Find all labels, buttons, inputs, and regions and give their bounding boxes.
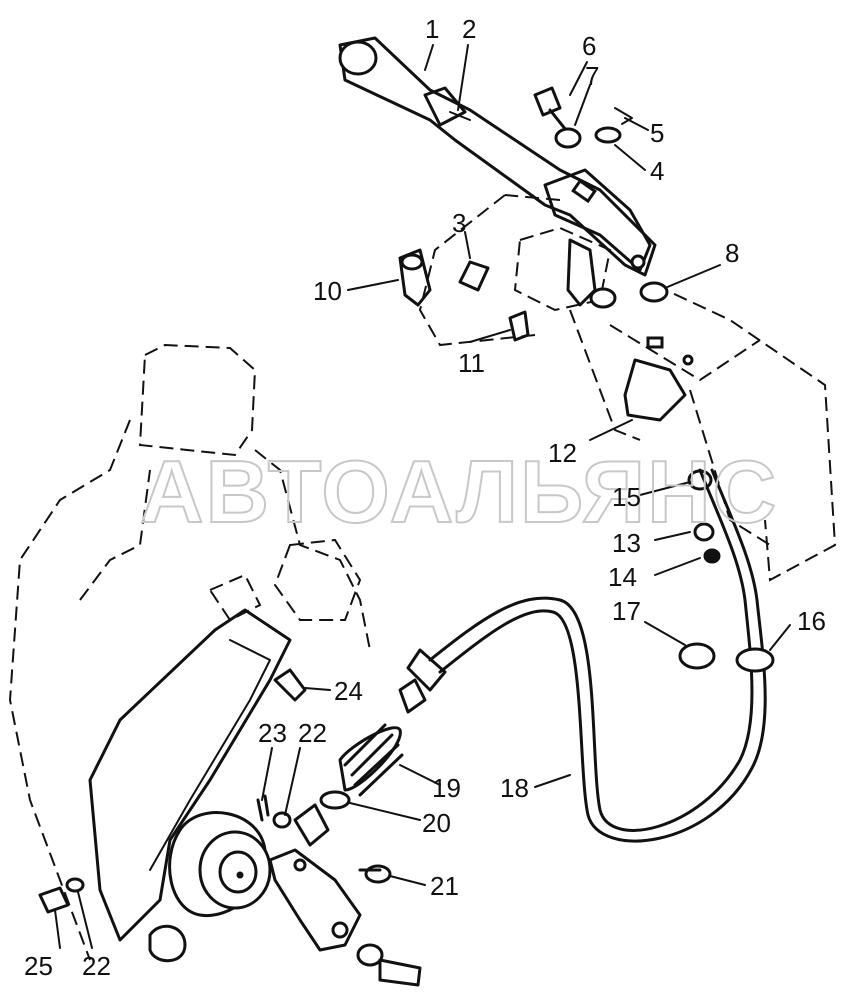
callout-10: 10 (313, 276, 342, 306)
callout-8: 8 (725, 238, 739, 268)
rear-lever-plate (268, 848, 422, 987)
pivot-hardware (533, 86, 633, 149)
callout-21: 21 (430, 871, 459, 901)
callout-22-lower: 22 (82, 951, 111, 981)
watermark: АВТОАЛЬЯНС (140, 442, 778, 541)
callout-16: 16 (797, 606, 826, 636)
callout-19: 19 (432, 773, 461, 803)
callout-22-upper: 22 (298, 718, 327, 748)
callout-6: 6 (582, 31, 596, 61)
callout-2: 2 (462, 14, 476, 44)
callout-1: 1 (425, 14, 439, 44)
callout-4: 4 (650, 156, 664, 186)
callout-labels: 1 2 3 4 5 6 7 8 10 11 12 13 14 15 16 17 … (24, 14, 826, 981)
callout-20: 20 (422, 808, 451, 838)
drive-housing (38, 608, 307, 963)
brake-cable (398, 468, 775, 843)
phantom-body-outline (8, 194, 837, 961)
callout-17: 17 (612, 596, 641, 626)
spring-clevis-assembly (293, 723, 404, 884)
callout-25: 25 (24, 951, 53, 981)
callout-14: 14 (608, 562, 637, 592)
callout-13: 13 (612, 528, 641, 558)
bracket-assembly (398, 238, 694, 422)
callout-15: 15 (612, 482, 641, 512)
callout-11: 11 (458, 348, 485, 378)
callout-18: 18 (500, 773, 529, 803)
callout-12: 12 (548, 438, 577, 468)
leader-lines (54, 44, 791, 949)
callout-7: 7 (585, 61, 599, 91)
callout-23: 23 (258, 718, 287, 748)
callout-3: 3 (452, 208, 466, 238)
brake-lever (338, 36, 657, 277)
callout-5: 5 (650, 118, 664, 148)
callout-24: 24 (334, 676, 363, 706)
